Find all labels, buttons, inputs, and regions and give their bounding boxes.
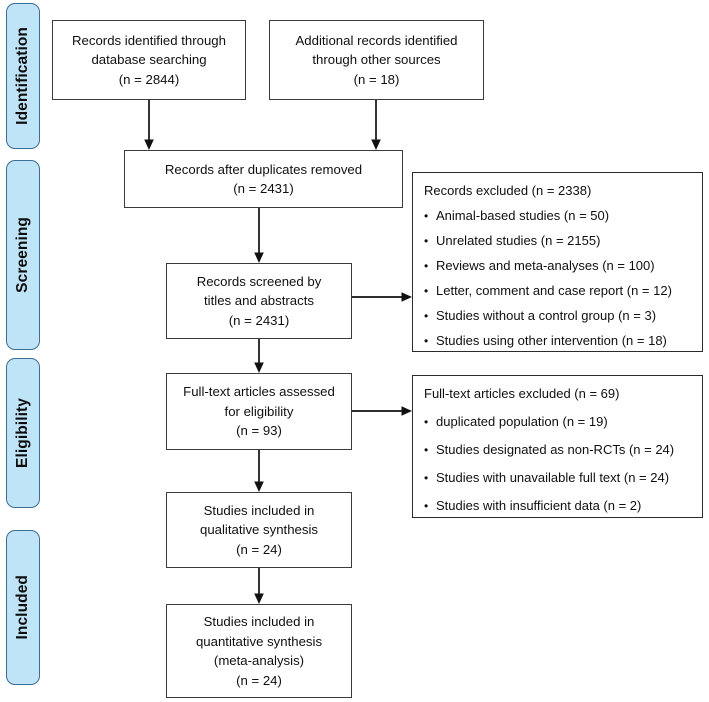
- stage-pill-included: Included: [6, 530, 40, 685]
- stage-label-screening: Screening: [14, 217, 31, 293]
- box-line: Studies included in: [203, 502, 315, 518]
- list-item: Unrelated studies (n = 2155): [424, 233, 693, 249]
- stage-pill-eligibility: Eligibility: [6, 358, 40, 508]
- box-line: (n = 93): [236, 423, 282, 439]
- box-records-excluded: Records excluded (n = 2338) Animal-based…: [412, 172, 703, 352]
- stage-label-included: Included: [14, 575, 31, 640]
- box-line: (n = 2431): [233, 181, 294, 196]
- stage-label-eligibility: Eligibility: [14, 398, 31, 468]
- list-item: Letter, comment and case report (n = 12): [424, 283, 693, 299]
- box-additional-records-other-sources: Additional records identified through ot…: [269, 20, 484, 100]
- box-line: Records after duplicates removed: [164, 161, 363, 177]
- box-line: Records screened by: [196, 273, 322, 289]
- box-records-after-duplicates-removed: Records after duplicates removed (n = 24…: [124, 150, 403, 208]
- box-fulltext-articles-assessed: Full-text articles assessed for eligibil…: [166, 373, 352, 450]
- stage-pill-screening: Screening: [6, 160, 40, 350]
- box-studies-qualitative-synthesis: Studies included in qualitative synthesi…: [166, 492, 352, 568]
- list-item: Studies designated as non-RCTs (n = 24): [424, 442, 693, 458]
- box-line: (n = 18): [353, 71, 400, 87]
- box-line: Records identified through: [72, 32, 226, 48]
- list-item: Animal-based studies (n = 50): [424, 208, 693, 224]
- list-item: Studies without a control group (n = 3): [424, 308, 693, 324]
- box-line: Studies included in: [203, 614, 315, 629]
- box-line: database searching: [91, 52, 207, 68]
- box-line: quantitative synthesis: [195, 633, 323, 649]
- box-line: (n = 24): [236, 672, 282, 688]
- box-line: Additional records identified: [295, 32, 458, 48]
- list-item: Studies using other intervention (n = 18…: [424, 333, 693, 349]
- box-line: (n = 2844): [118, 71, 180, 87]
- list-item: duplicated population (n = 19): [424, 414, 693, 430]
- box-line: Full-text articles assessed: [183, 384, 335, 400]
- box-line: titles and abstracts: [204, 293, 314, 309]
- stage-pill-identification: Identification: [6, 3, 40, 149]
- box-line: (meta-analysis): [213, 653, 305, 668]
- box-line: through other sources: [312, 52, 441, 68]
- records-excluded-reason-list: Animal-based studies (n = 50) Unrelated …: [424, 199, 693, 349]
- box-line: qualitative synthesis: [199, 522, 319, 538]
- records-excluded-heading: Records excluded (n = 2338): [424, 183, 592, 198]
- box-records-screened: Records screened by titles and abstracts…: [166, 263, 352, 339]
- stage-label-identification: Identification: [14, 27, 31, 125]
- list-item: Studies with unavailable full text (n = …: [424, 470, 693, 486]
- box-studies-quantitative-synthesis: Studies included in quantitative synthes…: [166, 604, 352, 698]
- fulltext-excluded-reason-list: duplicated population (n = 19) Studies d…: [424, 402, 693, 514]
- box-line: (n = 2431): [228, 312, 290, 328]
- fulltext-excluded-heading: Full-text articles excluded (n = 69): [424, 386, 620, 401]
- box-records-identified-database: Records identified through database sear…: [52, 20, 246, 100]
- box-line: for eligibility: [224, 403, 294, 419]
- list-item: Studies with insufficient data (n = 2): [424, 498, 693, 514]
- list-item: Reviews and meta-analyses (n = 100): [424, 258, 693, 274]
- box-line: (n = 24): [236, 541, 282, 557]
- box-fulltext-articles-excluded: Full-text articles excluded (n = 69) dup…: [412, 375, 703, 518]
